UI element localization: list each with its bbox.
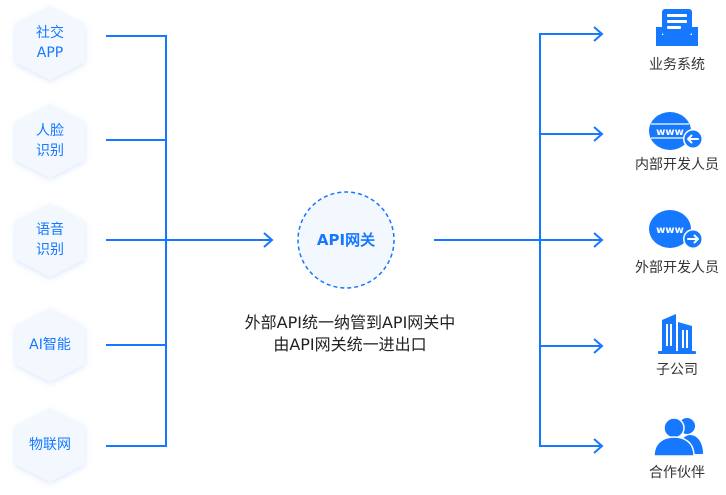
source-hex-iot — [15, 408, 85, 482]
gateway-caption-line1: 外部API统一纳管到API网关中 — [244, 313, 456, 332]
source-label-iot: 物联网 — [29, 437, 71, 453]
target-label-internal-developers: 内部开发人员 — [635, 157, 719, 173]
target-label-partners: 合作伙伴 — [649, 465, 705, 481]
source-hex-social-app — [15, 6, 85, 80]
server-stack-icon — [656, 9, 698, 46]
source-hexagons — [15, 6, 85, 482]
gateway-title: API网关 — [316, 231, 376, 249]
users-icon — [653, 417, 703, 457]
source-hex-face-recognition — [15, 104, 85, 178]
gateway-circle — [297, 191, 395, 289]
source-label-face-recognition: 人脸识别 — [36, 123, 64, 159]
right-connectors — [434, 26, 604, 454]
source-label-voice-recognition: 语音识别 — [36, 222, 64, 258]
source-hex-voice-recognition — [15, 203, 85, 277]
svg-text:www: www — [656, 225, 684, 236]
target-label-external-developers: 外部开发人员 — [635, 260, 719, 276]
source-hex-ai — [15, 308, 85, 382]
www-outbound-icon: www — [649, 210, 703, 249]
source-label-ai: AI智能 — [29, 337, 71, 353]
building-icon — [658, 314, 696, 354]
gateway-caption-line2: 由API网关统一进出口 — [273, 335, 427, 354]
www-inbound-icon: www — [649, 112, 703, 150]
target-label-business-system: 业务系统 — [649, 57, 705, 73]
left-connectors — [106, 35, 274, 447]
svg-text:www: www — [656, 127, 684, 138]
target-label-subsidiary: 子公司 — [656, 362, 698, 378]
